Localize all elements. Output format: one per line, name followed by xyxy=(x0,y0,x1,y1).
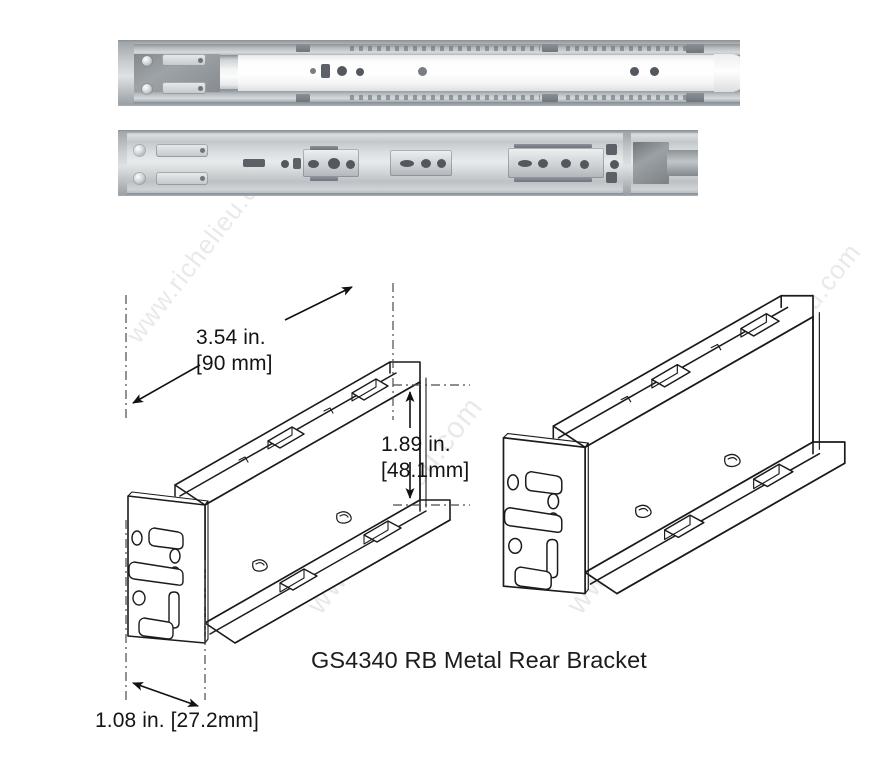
dimension-width xyxy=(125,520,206,707)
slide-rear-tongue xyxy=(667,150,698,176)
slide-hole xyxy=(538,159,548,168)
slide-mount-slot xyxy=(156,144,208,157)
slide-mount-slot xyxy=(156,172,208,185)
slide-detent-tab xyxy=(310,146,338,150)
dimension-depth-label: 3.54 in. [90 mm] xyxy=(196,325,273,377)
slide-detent-tab xyxy=(296,94,310,102)
dimension-depth-metric: [90 mm] xyxy=(196,352,273,375)
slide-hole xyxy=(281,160,289,168)
slide-detent-tab xyxy=(686,44,704,53)
slide-hole xyxy=(328,158,340,169)
slide-rivet xyxy=(134,145,145,156)
slide-right-cap xyxy=(623,132,631,194)
slide-square-slot xyxy=(293,158,301,169)
slide-detent-tab xyxy=(514,144,592,148)
slide-left-cap xyxy=(118,131,127,195)
slide-detent-tab xyxy=(514,178,592,182)
slide-hole xyxy=(580,160,589,169)
slide-bottom-edge xyxy=(118,102,740,106)
slide-mid-slot xyxy=(243,159,265,167)
slide-hole xyxy=(400,160,414,167)
slide-rivet xyxy=(134,173,145,184)
slide-hole xyxy=(650,67,659,76)
slide-square-slot xyxy=(321,64,330,78)
slide-right-tip xyxy=(714,54,740,92)
slide-detent-tab xyxy=(542,94,558,102)
slide-detent-tab xyxy=(296,44,310,52)
slide-top-edge xyxy=(118,40,740,44)
slide-rear-square xyxy=(606,144,617,155)
slide-hole xyxy=(418,67,427,76)
slide-hole xyxy=(421,159,431,168)
slide-rivet xyxy=(142,84,152,94)
slide-hole xyxy=(561,159,571,168)
dimension-depth-imperial: 3.54 in. xyxy=(196,326,266,349)
slide-hole xyxy=(356,68,364,76)
slide-top-edge xyxy=(118,130,698,133)
slide-rear-latch-housing xyxy=(633,142,669,184)
slide-bottom-edge xyxy=(118,193,698,196)
dimension-width-combined: 1.08 in. [27.2mm] xyxy=(95,709,259,732)
slide-mount-slot xyxy=(162,82,206,94)
dimension-width-label: 1.08 in. [27.2mm] xyxy=(95,708,259,734)
dimension-height-label: 1.89 in. [48.1mm] xyxy=(381,432,469,484)
slide-bearing-ticks xyxy=(566,95,686,100)
slide-bearing-ticks xyxy=(350,95,540,100)
drawer-slide-white-member xyxy=(118,40,740,106)
slide-hole xyxy=(630,67,639,76)
slide-hole xyxy=(610,160,619,169)
watermark: www.richelieu.com xyxy=(700,236,867,439)
slide-detent-tab xyxy=(686,93,704,102)
slide-rear-square xyxy=(606,172,617,183)
watermark: www.richelieu.com xyxy=(300,390,490,621)
slide-hole xyxy=(518,160,532,167)
slide-detent-tab xyxy=(542,44,558,52)
slide-hole xyxy=(308,160,319,168)
dimension-height-metric: [48.1mm] xyxy=(381,459,470,482)
dimension-height-imperial: 1.89 in. xyxy=(381,433,451,456)
drawer-slide-galvanized xyxy=(118,130,698,196)
slide-left-cap xyxy=(118,42,134,104)
slide-hole xyxy=(346,160,355,169)
slide-bearing-ticks xyxy=(566,46,686,51)
slide-hole xyxy=(437,159,446,168)
slide-detent-tab xyxy=(310,177,338,181)
slide-bearing-ticks xyxy=(350,46,540,51)
slide-rivet xyxy=(142,56,152,66)
page-title: GS4340 RB Metal Rear Bracket xyxy=(311,647,647,673)
slide-mount-slot xyxy=(162,54,206,66)
slide-hole xyxy=(310,68,316,74)
slide-hole xyxy=(337,66,347,76)
